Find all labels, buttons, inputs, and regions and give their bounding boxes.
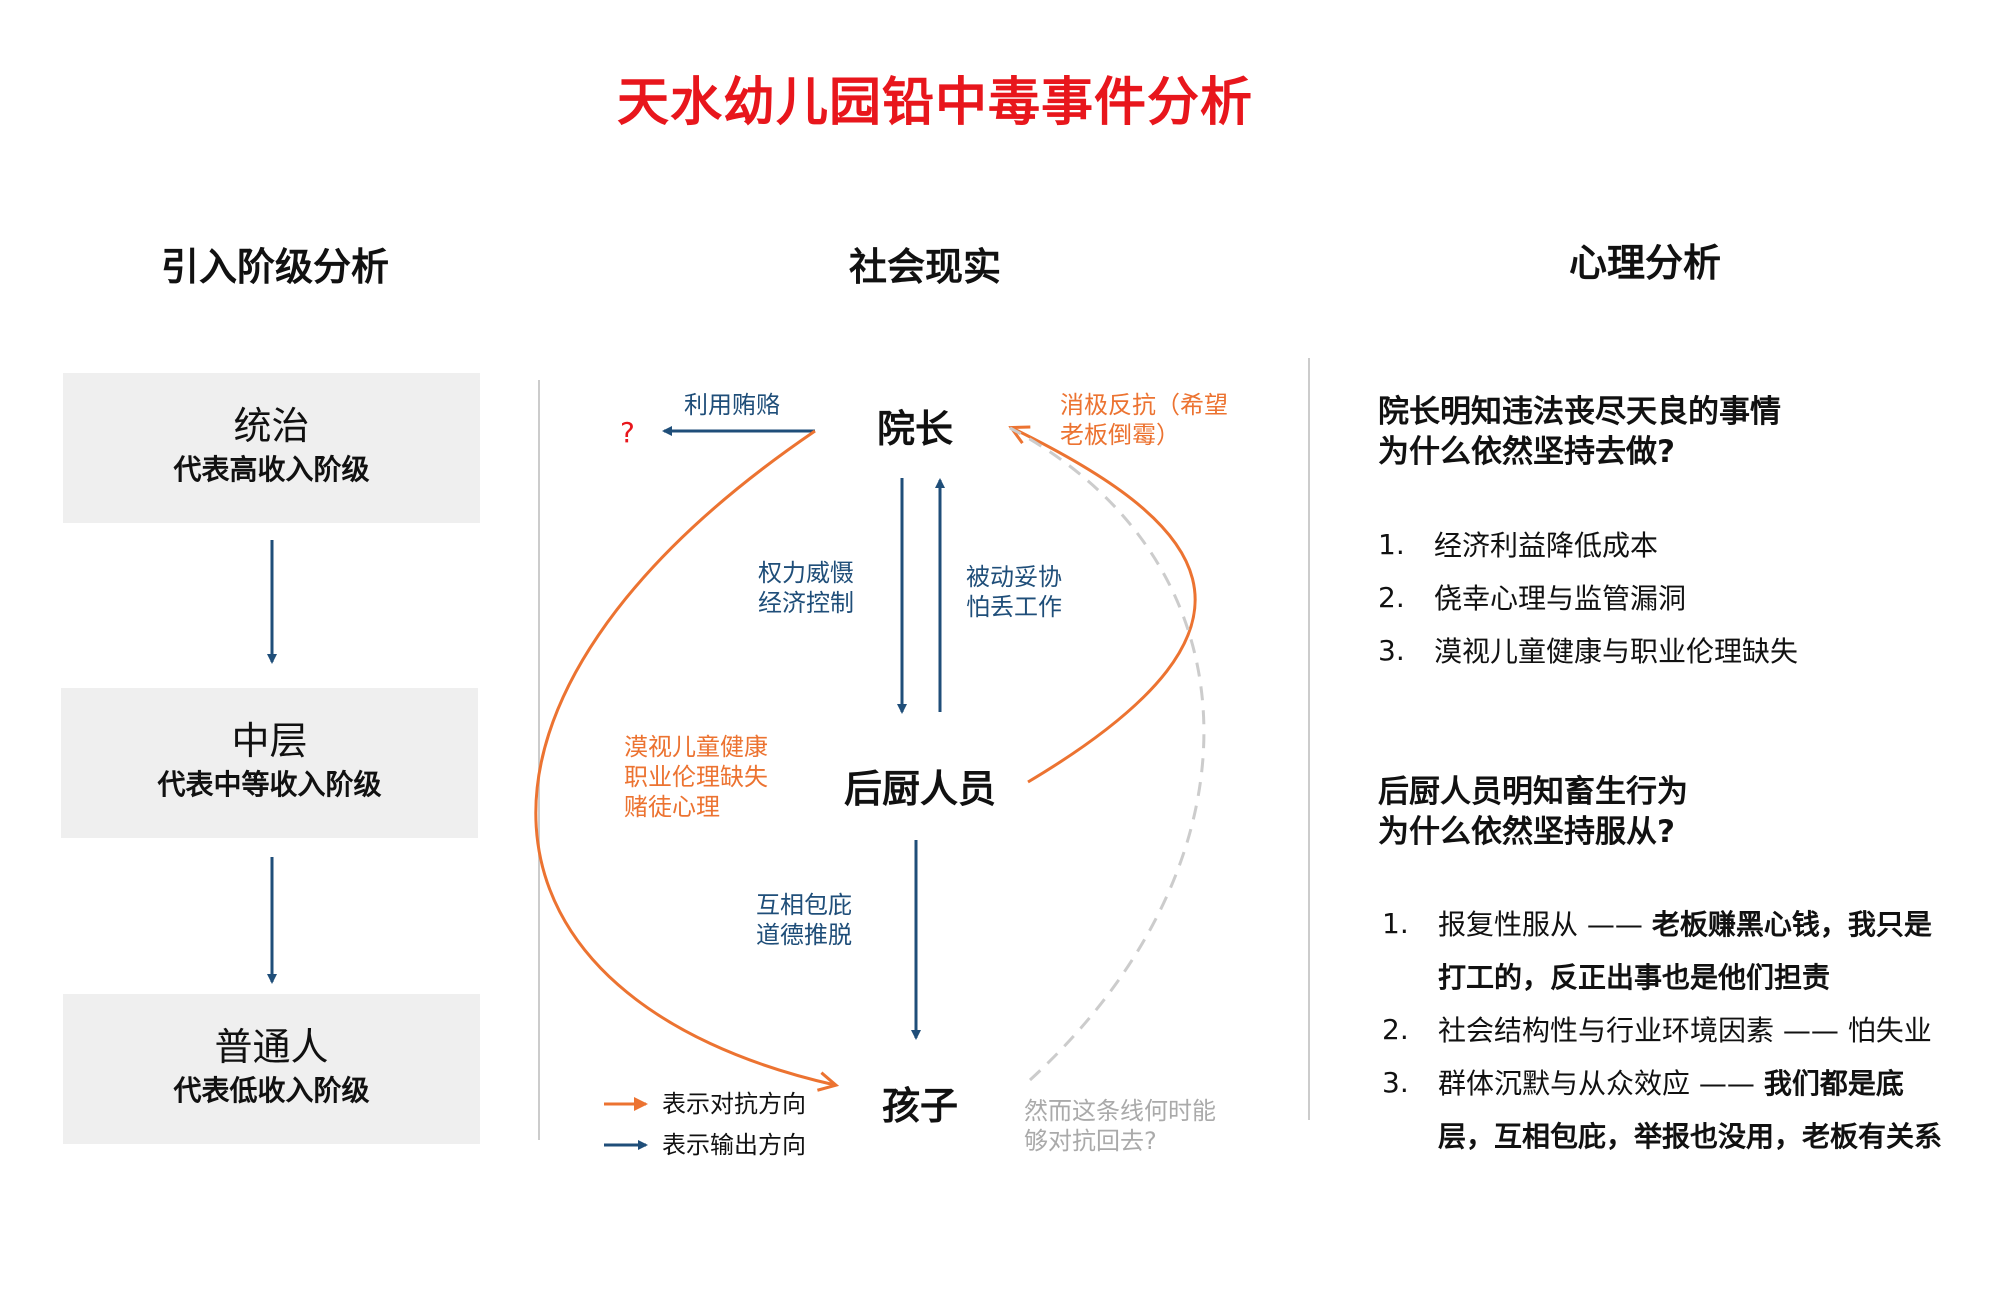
- label-pending-question: 然而这条线何时能 够对抗回去?: [1024, 1096, 1216, 1156]
- list-number: 2.: [1382, 1013, 1409, 1046]
- list-text-plain: 报复性服从 ——: [1438, 908, 1652, 941]
- label-cover: 互相包庇 道德推脱: [756, 890, 852, 950]
- list-text: 漠视儿童健康与职业伦理缺失: [1434, 635, 1799, 668]
- list-number: 2.: [1378, 581, 1405, 614]
- label-compromise-line2: 怕丢工作: [966, 593, 1062, 621]
- neglect-curve: [534, 429, 835, 1085]
- column-divider-right: [1308, 358, 1310, 1120]
- question-kitchen-line1: 后厨人员明知畜生行为: [1378, 774, 1688, 810]
- class-desc: 代表中等收入阶级: [157, 768, 382, 801]
- node-unknown: ?: [620, 416, 635, 449]
- list-text-plain: 群体沉默与从众效应 ——: [1438, 1067, 1764, 1100]
- label-pending-line1: 然而这条线何时能: [1024, 1097, 1216, 1125]
- class-level: 普通人: [214, 1025, 329, 1069]
- class-box-ruling: 统治 代表高收入阶级: [63, 373, 480, 523]
- label-resist: 消极反抗（希望 老板倒霉）: [1060, 390, 1228, 450]
- list-text: 侥幸心理与监管漏洞: [1434, 582, 1687, 615]
- label-resist-line1: 消极反抗（希望: [1060, 391, 1228, 419]
- class-desc: 代表高收入阶级: [173, 453, 370, 486]
- answer-list-kitchen: 1. 报复性服从 —— 老板赚黑心钱，我只是 打工的，反正出事也是他们担责 2.…: [1382, 907, 1982, 1172]
- question-kitchen-line2: 为什么依然坚持服从?: [1378, 814, 1675, 850]
- node-kitchen-staff: 后厨人员: [843, 767, 996, 811]
- node-child: 孩子: [881, 1084, 958, 1128]
- label-cover-line1: 互相包庇: [756, 891, 852, 919]
- list-item: 1. 经济利益降低成本: [1378, 528, 1938, 581]
- list-item: 2. 侥幸心理与监管漏洞: [1378, 581, 1938, 634]
- page-title: 天水幼儿园铅中毒事件分析: [616, 73, 1253, 133]
- list-number: 1.: [1378, 528, 1405, 561]
- resist-curve: [1012, 428, 1197, 784]
- question-kitchen-staff: 后厨人员明知畜生行为 为什么依然坚持服从?: [1378, 772, 1688, 852]
- label-power-line2: 经济控制: [758, 589, 854, 617]
- list-text-bold: 层，互相包庇，举报也没用，老板有关系: [1438, 1120, 1943, 1153]
- legend-resist: 表示对抗方向: [662, 1090, 806, 1118]
- list-item: 2. 社会结构性与行业环境因素 —— 怕失业: [1382, 1013, 1982, 1066]
- list-number: 1.: [1382, 907, 1409, 940]
- class-level: 统治: [233, 404, 310, 448]
- list-text-bold: 老板赚黑心钱，我只是: [1651, 908, 1932, 941]
- answer-list-principal: 1. 经济利益降低成本 2. 侥幸心理与监管漏洞 3. 漠视儿童健康与职业伦理缺…: [1378, 528, 1938, 687]
- list-text-continued: 层，互相包庇，举报也没用，老板有关系: [1438, 1119, 1942, 1155]
- column-heading-class-analysis: 引入阶级分析: [160, 245, 389, 289]
- label-power-line1: 权力威慑: [758, 559, 854, 587]
- list-number: 3.: [1378, 634, 1405, 667]
- class-level: 中层: [231, 719, 308, 763]
- list-text-bold: 我们都是底: [1763, 1067, 1904, 1100]
- label-compromise-line1: 被动妥协: [966, 563, 1062, 591]
- question-principal: 院长明知违法丧尽天良的事情 为什么依然坚持去做?: [1378, 392, 1781, 472]
- list-number: 3.: [1382, 1066, 1409, 1099]
- list-text-bold: 打工的，反正出事也是他们担责: [1438, 961, 1831, 994]
- label-neglect-line1: 漠视儿童健康: [624, 733, 768, 761]
- list-text: 经济利益降低成本: [1434, 529, 1659, 562]
- label-bribe: 利用贿赂: [684, 391, 780, 419]
- node-principal: 院长: [876, 407, 953, 451]
- label-power: 权力威慑 经济控制: [758, 558, 854, 618]
- question-principal-line2: 为什么依然坚持去做?: [1378, 434, 1675, 470]
- list-text-continued: 打工的，反正出事也是他们担责: [1438, 960, 1830, 996]
- label-neglect-line3: 赌徒心理: [624, 793, 720, 821]
- label-neglect: 漠视儿童健康 职业伦理缺失 赌徒心理: [624, 732, 768, 822]
- list-text: 社会结构性与行业环境因素 —— 怕失业: [1438, 1014, 1932, 1047]
- class-box-middle: 中层 代表中等收入阶级: [61, 688, 478, 838]
- label-neglect-line2: 职业伦理缺失: [624, 763, 768, 791]
- list-item: 3. 群体沉默与从众效应 —— 我们都是底 层，互相包庇，举报也没用，老板有关系: [1382, 1066, 1982, 1172]
- label-cover-line2: 道德推脱: [756, 921, 852, 949]
- label-resist-line2: 老板倒霉）: [1060, 421, 1180, 449]
- legend-output: 表示输出方向: [662, 1131, 806, 1159]
- label-pending-line2: 够对抗回去?: [1024, 1127, 1157, 1155]
- list-item: 3. 漠视儿童健康与职业伦理缺失: [1378, 634, 1938, 687]
- list-item: 1. 报复性服从 —— 老板赚黑心钱，我只是 打工的，反正出事也是他们担责: [1382, 907, 1982, 1013]
- question-principal-line1: 院长明知违法丧尽天良的事情: [1378, 394, 1781, 430]
- column-divider-left: [538, 380, 540, 1140]
- list-text: 报复性服从 —— 老板赚黑心钱，我只是: [1438, 907, 1932, 943]
- column-heading-psychology: 心理分析: [1568, 241, 1721, 285]
- class-box-common: 普通人 代表低收入阶级: [63, 994, 480, 1144]
- class-desc: 代表低收入阶级: [173, 1074, 370, 1107]
- label-compromise: 被动妥协 怕丢工作: [966, 562, 1062, 622]
- list-text: 群体沉默与从众效应 —— 我们都是底: [1438, 1066, 1904, 1102]
- pending-curve: [1009, 426, 1206, 1082]
- column-heading-social-reality: 社会现实: [848, 245, 1001, 289]
